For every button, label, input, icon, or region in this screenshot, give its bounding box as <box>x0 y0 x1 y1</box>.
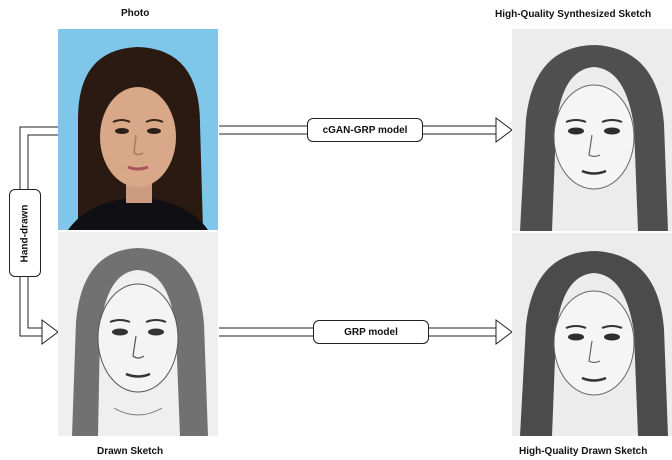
hq-synth-image <box>512 29 672 231</box>
drawn-sketch-title: Drawn Sketch <box>97 446 164 457</box>
hq-drawn-title: High-Quality Drawn Sketch <box>519 446 648 457</box>
hq-synth-title: High-Quality Synthesized Sketch <box>495 9 652 20</box>
hand-drawn-label: Hand-drawn <box>9 189 41 277</box>
hand-drawn-text: Hand-drawn <box>19 204 31 262</box>
photo-image <box>58 29 218 230</box>
hq-drawn-image <box>512 233 672 436</box>
cgan-grp-model-label: cGAN-GRP model <box>307 118 423 142</box>
photo-title: Photo <box>121 8 150 19</box>
drawn-sketch-image <box>58 232 218 436</box>
grp-model-label: GRP model <box>313 320 429 344</box>
